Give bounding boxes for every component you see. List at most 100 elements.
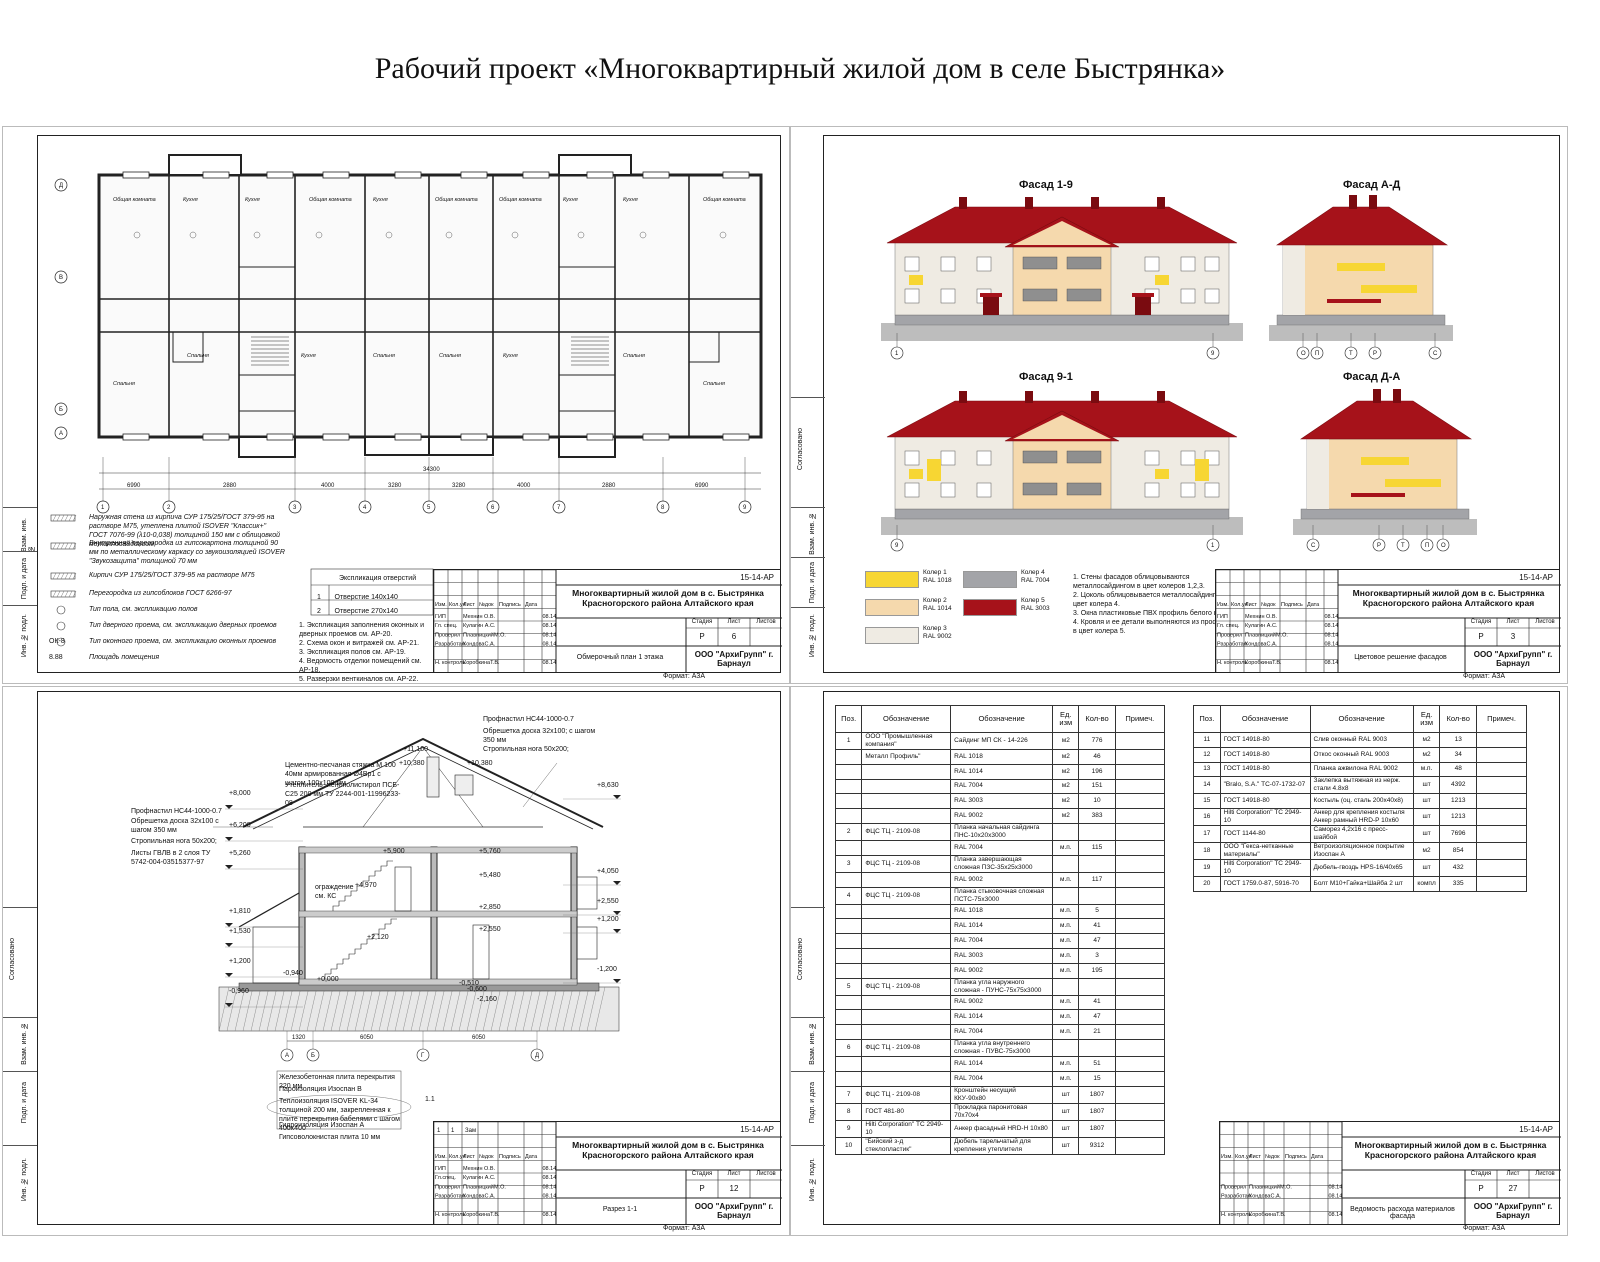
table-cell: м.п. xyxy=(1052,962,1080,979)
side-stamp: Согласовано Взам. инв. № Подп. и дата Ин… xyxy=(791,397,825,671)
table-cell xyxy=(1114,822,1166,841)
table-cell: 432 xyxy=(1439,859,1478,878)
callout-text: Обрешетка доска 32х100; с шагом 350 мм xyxy=(483,728,596,744)
table-cell: 335 xyxy=(1439,876,1478,892)
table-cell: ГОСТ 1144-80 xyxy=(1219,825,1311,844)
legend-item: Наружная стена из кирпича СУР 175/25/ГОС… xyxy=(89,514,281,548)
room-label: Кухня xyxy=(373,197,388,203)
table-cell: Саморез 4,2х16 с пресс-шайбой xyxy=(1309,825,1414,844)
row-axis-label: Д xyxy=(59,183,63,189)
stage-header: Стадия xyxy=(691,619,713,625)
column-header: Дата xyxy=(525,602,538,608)
table-cell: Сайдинг МП СК - 14-226 xyxy=(950,732,1054,750)
table-cell: ООО "Промышленная компания" xyxy=(861,732,952,750)
sheet-header: Лист xyxy=(727,1171,741,1177)
column-header: Подпись xyxy=(1285,1154,1307,1160)
callout-text: Стропильная нога 50х200; xyxy=(131,838,217,845)
signer-name: ПлавницкийМ.О. xyxy=(463,1183,506,1190)
table-row: 10"Бийский з-д стеклопластик"Дюбель таре… xyxy=(834,1136,1166,1155)
table-cell: Металл Профиль" xyxy=(861,749,952,765)
page-title: Рабочий проект «Многоквартирный жилой до… xyxy=(374,52,1226,85)
axis-label: П xyxy=(1425,543,1429,549)
table-header: Ед. изм xyxy=(1052,705,1080,733)
table-cell xyxy=(1114,871,1166,888)
table-cell xyxy=(1114,793,1166,810)
table-cell: RAL 1014 xyxy=(950,1009,1054,1026)
table-cell xyxy=(1052,886,1080,905)
project-name: Многоквартирный жилой дом в с. Быстрянка… xyxy=(1352,588,1545,608)
room-label: Кухня xyxy=(245,197,260,203)
fence-note: ограждение см. КС xyxy=(315,884,354,900)
table-cell: Дюбель тарельчатый для крепления утеплит… xyxy=(950,1136,1054,1155)
dimension-label: 2880 xyxy=(223,483,237,489)
level-mark: -2,160 xyxy=(477,996,497,1003)
table-cell xyxy=(1114,886,1166,905)
dimension-label: 3280 xyxy=(388,483,402,489)
table-cell: шт xyxy=(1412,776,1441,795)
table-cell xyxy=(834,763,863,780)
facade-elevation xyxy=(881,197,1243,341)
format-label: Формат: А3А xyxy=(663,1225,705,1232)
dimension-label: 3280 xyxy=(452,483,466,489)
table-cell: Планка ажвилона RAL 9002 xyxy=(1309,761,1414,778)
table-cell: м.п. xyxy=(1412,761,1441,778)
table-cell: Планка начальная сайдинга ПНС-10х20х3000 xyxy=(950,822,1054,841)
table-cell xyxy=(861,1009,952,1026)
legend-item: Тип оконного проема, см. экспликацию око… xyxy=(89,638,277,645)
column-header: Подпись xyxy=(499,602,521,608)
table-cell: 383 xyxy=(1078,808,1116,824)
table-cell: 14 xyxy=(1193,776,1221,795)
signer-name: КондоваС.А. xyxy=(1249,1194,1282,1200)
room-label: Спальня xyxy=(439,353,461,359)
table-cell: Анкер для крепления костыля Анкер рамный… xyxy=(1309,808,1414,827)
column-header: №док xyxy=(479,1154,494,1160)
axis-label: 4 xyxy=(363,505,367,511)
table-cell xyxy=(1114,1038,1166,1057)
table-cell: RAL 1018 xyxy=(950,749,1054,765)
callout-text: Листы ГВЛВ в 2 слоя ТУ 5742-004-03515377… xyxy=(131,850,211,866)
level-mark: +1,810 xyxy=(229,908,251,915)
table-cell: Планка угла внутреннего сложная - ПУВС-7… xyxy=(950,1038,1054,1057)
level-mark: +5,760 xyxy=(479,848,501,855)
signer-date: 08.14 xyxy=(543,632,557,638)
table-cell: 10 xyxy=(1078,793,1116,810)
signer-role: Н. контроль xyxy=(1217,660,1247,666)
table-cell: 1807 xyxy=(1078,1102,1116,1121)
signer-name: Мехнин О.В. xyxy=(1245,614,1277,620)
room-label: Спальня xyxy=(373,353,395,359)
table-cell: 11 xyxy=(1193,732,1221,748)
axis-label: 7 xyxy=(557,505,561,511)
color-swatch xyxy=(865,571,919,588)
callout-text: Обрешетка доска 32х100 с шагом 350 мм xyxy=(131,818,219,834)
column-header: Изм. xyxy=(1217,602,1229,608)
table-cell: Откос оконный RAL 9003 xyxy=(1309,746,1414,763)
color-swatch xyxy=(865,627,919,644)
table-cell: шт xyxy=(1052,1102,1080,1121)
table-cell: м.п. xyxy=(1052,947,1080,964)
table-cell: RAL 9002 xyxy=(950,962,1054,979)
table-cell: Анкер фасадный HRD-H 10х80 xyxy=(950,1119,1054,1138)
axis-label: 6 xyxy=(491,505,495,511)
table-cell: м2 xyxy=(1412,746,1441,763)
signer-role: Гл. спец. xyxy=(435,623,458,629)
signer-name: КоробкинаТ.В. xyxy=(463,1212,500,1218)
table-cell xyxy=(1078,1038,1116,1057)
table-cell: 2 xyxy=(834,822,863,841)
table-cell xyxy=(834,1009,863,1026)
table-cell: 1807 xyxy=(1078,1085,1116,1104)
side-stamp: Взам. инв. № Подп. и дата Инв. № подл. xyxy=(3,507,37,671)
callout-text: Цементно-песчаная стяжка М 100 40мм арми… xyxy=(285,762,396,787)
signer-date: 08.14 xyxy=(543,1166,557,1172)
signer-role: Гл.спец. xyxy=(435,1175,456,1181)
